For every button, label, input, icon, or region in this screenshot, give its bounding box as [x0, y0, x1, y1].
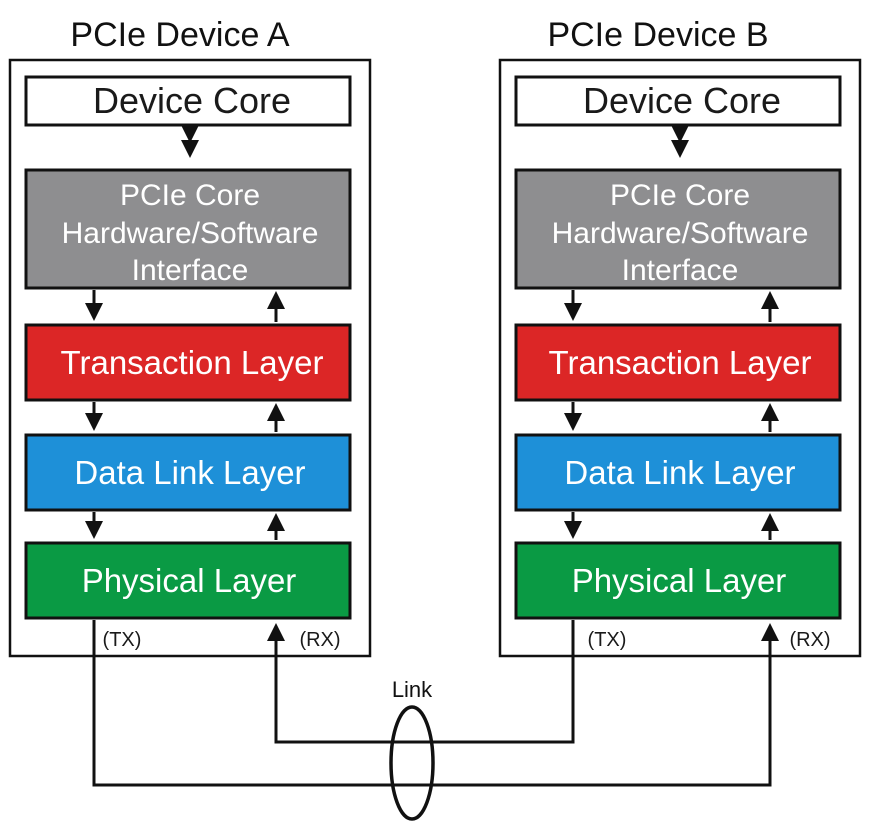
device-b-interface-line-2: Hardware/Software	[552, 217, 809, 250]
device-a-rx-label: (RX)	[299, 629, 340, 651]
device-a-transaction-label: Transaction Layer	[61, 344, 324, 381]
device-a-physical-label: Physical Layer	[82, 562, 297, 599]
device-b-interface-box	[514, 168, 842, 290]
device-b-datalink-box	[514, 433, 842, 512]
device-b-title: PCIe Device B	[547, 16, 768, 54]
device-b-transaction-label: Transaction Layer	[549, 344, 812, 381]
device-a-physical-box	[24, 541, 352, 620]
device-a-title: PCIe Device A	[70, 16, 290, 54]
wire-b-tx-to-a-rx	[267, 620, 575, 744]
device-a: PCIe Device A Device Core PCIe Core Hard…	[8, 16, 372, 658]
link-label: Link	[392, 677, 433, 702]
link-ellipse	[389, 705, 435, 821]
device-b-rx-label: (RX)	[789, 629, 830, 651]
device-b: PCIe Device B Device Core PCIe Core Hard…	[498, 16, 862, 658]
device-b-datalink-label: Data Link Layer	[564, 454, 795, 491]
device-b-tx-label: (TX)	[588, 629, 627, 651]
device-b-interface-line-3: Interface	[622, 254, 739, 287]
device-a-core-label: Device Core	[93, 80, 291, 121]
device-b-core-box	[514, 75, 842, 127]
device-a-tx-label: (TX)	[103, 629, 142, 651]
device-a-interface-line-1: PCIe Core	[120, 179, 260, 212]
device-b-physical-label: Physical Layer	[572, 562, 787, 599]
device-a-interface-line-3: Interface	[132, 254, 249, 287]
device-b-physical-box	[514, 541, 842, 620]
link-wiring: Link	[92, 620, 779, 821]
device-a-datalink-label: Data Link Layer	[74, 454, 305, 491]
device-b-interface-line-1: PCIe Core	[610, 179, 750, 212]
device-a-interface-box	[24, 168, 352, 290]
device-b-core-label: Device Core	[583, 80, 781, 121]
device-b-transaction-box	[514, 323, 842, 402]
device-a-datalink-box	[24, 433, 352, 512]
device-a-transaction-box	[24, 323, 352, 402]
device-a-interface-line-2: Hardware/Software	[62, 217, 319, 250]
